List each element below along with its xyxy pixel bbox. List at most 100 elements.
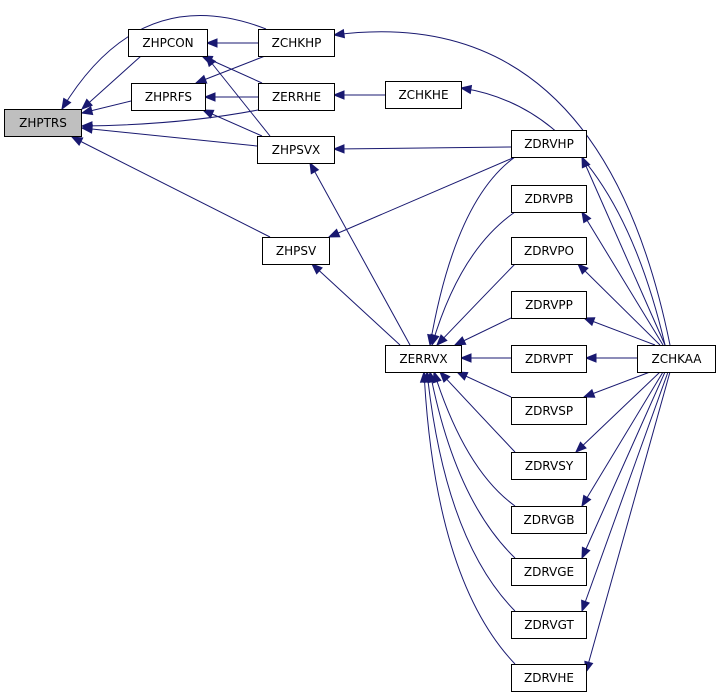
node-box <box>511 237 587 265</box>
edge-zhpsvx-to-zhprfs <box>201 109 263 137</box>
node-label: ZDRVGE <box>524 565 574 579</box>
node-label: ZCHKHP <box>272 36 322 50</box>
edge-zchkhp-to-zhpcon <box>205 38 258 48</box>
node-box <box>131 83 206 111</box>
node-box <box>511 397 587 425</box>
edge-line <box>429 371 516 559</box>
edge-line <box>431 211 516 346</box>
edge-zerrhe-to-zhprfs <box>203 92 258 102</box>
node-box <box>262 237 330 265</box>
node-box <box>511 185 587 213</box>
node-zhpsv[interactable]: ZHPSV <box>262 237 330 265</box>
edge-line <box>195 55 266 84</box>
arrowhead-icon <box>439 371 451 383</box>
node-box <box>258 29 335 57</box>
node-zdrvgb[interactable]: ZDRVGB <box>511 506 587 534</box>
edge-line <box>581 211 664 346</box>
node-label: ZDRVHE <box>524 671 574 685</box>
edge-line <box>202 109 263 137</box>
node-zdrvpb[interactable]: ZDRVPB <box>511 185 587 213</box>
arrowhead-icon <box>309 161 320 175</box>
edge-zchkhe-to-zerrhe <box>332 90 385 100</box>
arrowhead-icon <box>201 109 215 119</box>
node-zchkhe[interactable]: ZCHKHE <box>385 81 462 109</box>
edge-line <box>333 31 671 346</box>
node-zdrvgt[interactable]: ZDRVGT <box>511 611 587 639</box>
edge-line <box>577 263 661 346</box>
node-box <box>637 345 716 373</box>
arrowhead-icon <box>577 263 589 275</box>
edge-line <box>61 15 267 110</box>
arrowhead-icon <box>581 599 591 613</box>
arrowhead-icon <box>80 105 94 116</box>
edge-line <box>309 162 411 346</box>
arrowhead-icon <box>459 84 473 95</box>
arrowhead-icon <box>581 494 592 508</box>
node-box <box>385 81 462 109</box>
edge-zdrvpt-to-zerrvx <box>459 353 511 363</box>
node-zdrvhp[interactable]: ZDRVHP <box>511 130 587 158</box>
arrowhead-icon <box>584 353 597 363</box>
edge-zdrvpp-to-zerrvx <box>453 317 512 346</box>
node-box <box>511 611 587 639</box>
arrowhead-icon <box>582 317 596 327</box>
edge-zdrvhe-to-zerrvx <box>419 370 516 665</box>
node-label: ZERRVX <box>399 352 447 366</box>
arrowhead-icon <box>581 546 591 560</box>
arrowhead-icon <box>581 210 592 224</box>
arrowhead-icon <box>327 228 341 238</box>
edge-zdrvpo-to-zerrvx <box>436 263 516 346</box>
node-label: ZDRVPO <box>524 244 574 258</box>
node-box <box>511 452 587 480</box>
arrowhead-icon <box>332 144 345 154</box>
node-label: ZDRVGT <box>524 618 574 632</box>
node-label: ZDRVSY <box>525 459 574 473</box>
node-zdrvsy[interactable]: ZDRVSY <box>511 452 587 480</box>
node-label: ZHPSV <box>276 244 317 258</box>
edge-zhprfs-to-zhptrs <box>80 100 132 116</box>
node-box <box>511 130 587 158</box>
node-box <box>258 83 335 111</box>
edge-zerrhe-to-zhptrs <box>80 109 259 131</box>
node-zdrvsp[interactable]: ZDRVSP <box>511 397 587 425</box>
node-box <box>511 664 587 692</box>
edge-zchkaa-to-zdrvsp <box>582 371 651 398</box>
node-label: ZHPSVX <box>272 143 321 157</box>
node-label: ZHPTRS <box>19 116 67 130</box>
edge-zhpsvx-to-zhptrs <box>80 124 258 147</box>
node-zdrvpo[interactable]: ZDRVPO <box>511 237 587 265</box>
arrowhead-icon <box>70 136 84 146</box>
node-zerrvx[interactable]: ZERRVX <box>385 345 462 373</box>
node-zdrvpt[interactable]: ZDRVPT <box>511 345 587 373</box>
arrowhead-icon <box>61 97 72 111</box>
edge-zchkaa-to-zdrvpo <box>577 263 661 346</box>
node-zhpcon[interactable]: ZHPCON <box>128 29 208 57</box>
node-zchkaa[interactable]: ZCHKAA <box>637 345 716 373</box>
edge-line <box>333 146 512 150</box>
node-box <box>511 345 587 373</box>
node-zdrvge[interactable]: ZDRVGE <box>511 558 587 586</box>
edge-line <box>581 371 664 507</box>
node-zchkhp[interactable]: ZCHKHP <box>258 29 335 57</box>
edge-line <box>585 371 671 673</box>
arrowhead-icon <box>436 334 448 346</box>
edge-zhpsvx-to-zhpcon <box>205 54 271 137</box>
arrowhead-icon <box>203 92 216 102</box>
node-zhprfs[interactable]: ZHPRFS <box>131 83 206 111</box>
arrowhead-icon <box>459 353 472 363</box>
arrowhead-icon <box>581 155 591 169</box>
node-zhpsvx[interactable]: ZHPSVX <box>257 136 335 164</box>
arrowhead-icon <box>80 98 93 110</box>
edge-zdrvhp-to-zhpsvx <box>332 144 512 154</box>
node-zdrvhe[interactable]: ZDRVHE <box>511 664 587 692</box>
arrowhead-icon <box>205 54 217 68</box>
edge-layer <box>61 15 671 674</box>
arrowhead-icon <box>194 74 208 84</box>
node-label: ZDRVSP <box>525 404 573 418</box>
edge-zhpcon-to-zhptrs <box>80 55 142 110</box>
arrowhead-icon <box>80 124 93 134</box>
edge-zchkaa-to-zdrvsy <box>575 371 661 453</box>
node-zerrhe[interactable]: ZERRHE <box>258 83 335 111</box>
node-zdrvpp[interactable]: ZDRVPP <box>511 291 587 319</box>
node-label: ZDRVPT <box>525 352 574 366</box>
